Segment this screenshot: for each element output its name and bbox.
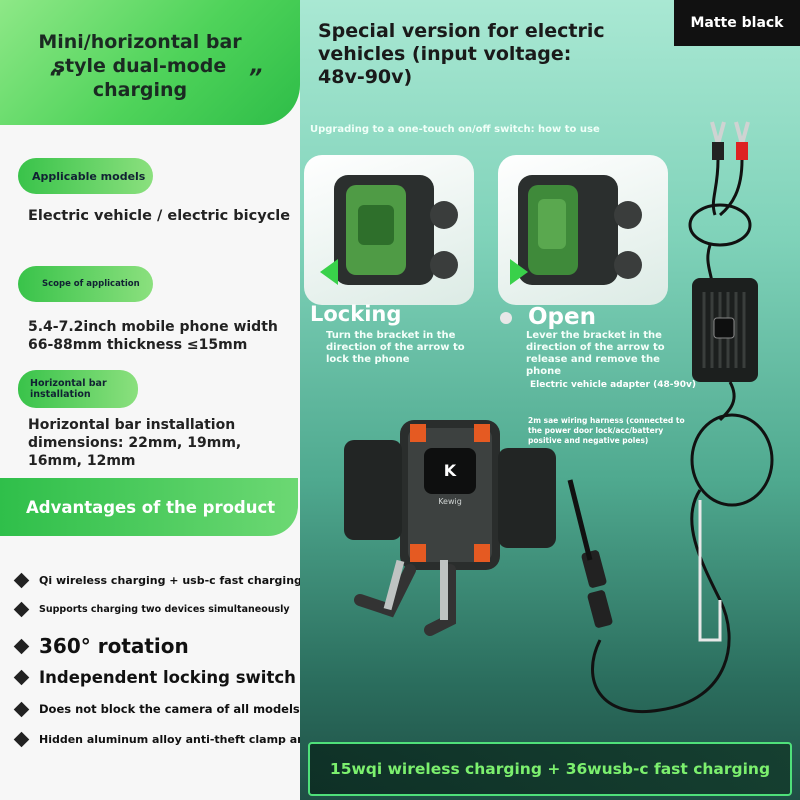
svg-text:K: K [444, 461, 457, 480]
feature-item: Does not block the camera of all models [13, 701, 300, 717]
locking-desc: Turn the bracket in the direction of the… [326, 330, 465, 365]
feature-item: Independent locking switch [13, 668, 296, 687]
upgrade-note: Upgrading to a one-touch on/off switch: … [310, 124, 600, 135]
open-dot-icon [500, 312, 512, 324]
title-box: Mini/horizontal bar style dual-mode char… [0, 0, 300, 125]
bottom-banner: 15wqi wireless charging + 36wusb-c fast … [308, 742, 792, 796]
headline: Special version for electric vehicles (i… [318, 20, 605, 88]
feature-item: 360° rotation [13, 634, 189, 658]
install-pill: Horizontal bar installation [18, 370, 138, 408]
wiring-illustration: K Kewig [344, 121, 774, 713]
scope-line-1: 5.4-7.2inch mobile phone width [28, 319, 278, 335]
brand-logo-text: Kewig [438, 497, 462, 506]
bullet-diamond-icon [13, 601, 30, 618]
install-value: Horizontal bar installation dimensions: … [28, 417, 242, 469]
adapter-note: Electric vehicle adapter (48-90v) [530, 380, 696, 390]
harness-note: 2m sae wiring harness (connected to the … [528, 416, 685, 445]
scope-value: 5.4-7.2inch mobile phone width 66-88mm t… [28, 318, 278, 354]
applicable-models-value: Electric vehicle / electric bicycle [28, 208, 291, 224]
advantages-header: Advantages of the product [0, 478, 298, 536]
feature-item: Supports charging two devices simultaneo… [13, 601, 290, 618]
feature-item: Qi wireless charging + usb-c fast chargi… [13, 572, 302, 589]
quote-open: “ [48, 66, 63, 91]
color-badge: Matte black [674, 0, 800, 46]
bracket-open-illustration [518, 175, 642, 285]
feature-item: Hidden aluminum alloy anti-theft clamp a… [13, 731, 314, 748]
arrow-right-icon [510, 259, 528, 285]
bullet-diamond-icon [13, 669, 30, 686]
product-title: Mini/horizontal bar style dual-mode char… [38, 31, 242, 101]
open-title: Open [528, 304, 596, 330]
open-photo [498, 155, 668, 305]
bullet-diamond-icon [13, 731, 30, 748]
locking-photo [304, 155, 474, 305]
right-panel: Special version for electric vehicles (i… [300, 0, 800, 800]
bracket-locked-illustration [334, 175, 458, 285]
quote-close: ” [248, 66, 263, 91]
bullet-diamond-icon [13, 572, 30, 589]
scope-pill: Scope of application [18, 266, 153, 302]
bullet-diamond-icon [13, 701, 30, 717]
open-desc: Lever the bracket in the direction of th… [526, 330, 665, 377]
left-panel: Mini/horizontal bar style dual-mode char… [0, 0, 314, 800]
applicable-models-pill: Applicable models [18, 158, 153, 194]
bullet-diamond-icon [13, 638, 30, 654]
scope-line-2: 66-88mm thickness ≤15mm [28, 337, 248, 353]
locking-title: Locking [310, 302, 402, 326]
